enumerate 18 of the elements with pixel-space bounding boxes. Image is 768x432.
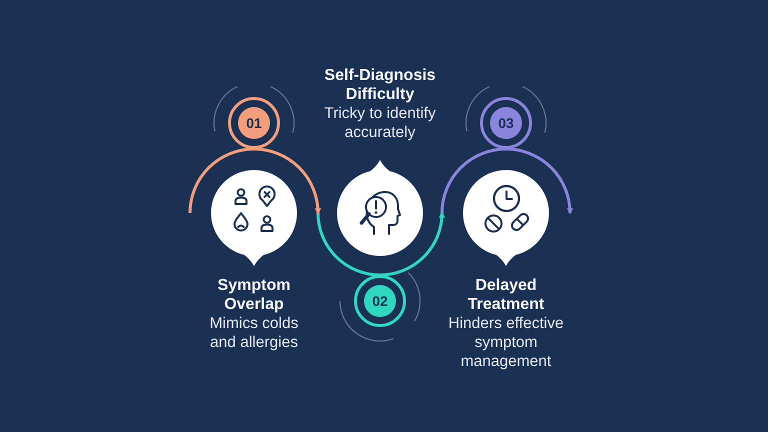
badge-ring <box>480 97 532 149</box>
arrow <box>506 148 573 215</box>
number-badge: 03 <box>490 107 522 139</box>
number-badge: 02 <box>364 285 396 317</box>
step-description: Mimics colds and allergies <box>208 314 300 352</box>
step-description: Tricky to identify accurately <box>323 104 437 142</box>
flow-line <box>188 148 254 214</box>
flow-line <box>316 212 380 276</box>
badge-ring <box>354 275 406 327</box>
badge-ring <box>228 97 280 149</box>
step-description: Hinders effective symptom management <box>447 314 565 371</box>
step-title: Symptom Overlap <box>216 276 292 314</box>
arrow <box>380 211 445 276</box>
flow-line <box>440 148 506 214</box>
arrow <box>254 148 321 215</box>
number-badge: 01 <box>238 107 270 139</box>
step-title: Self-Diagnosis Difficulty <box>323 66 437 104</box>
step-title: Delayed Treatment <box>466 276 546 314</box>
